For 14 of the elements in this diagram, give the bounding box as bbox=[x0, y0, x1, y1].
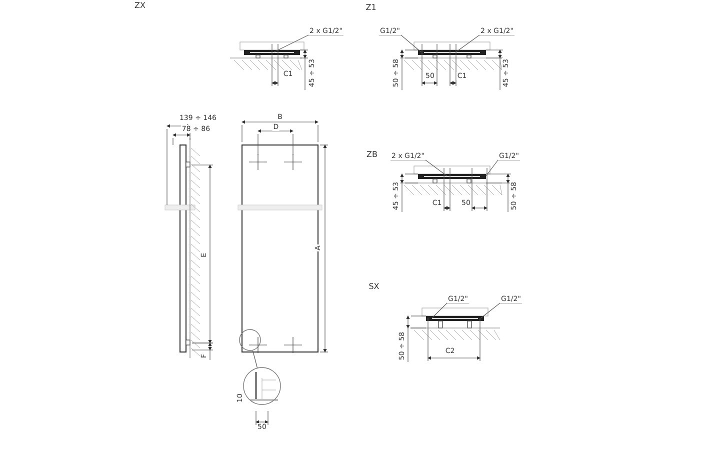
detail-circle bbox=[239, 329, 261, 351]
leader-line bbox=[390, 160, 448, 176]
view-label: Z1 bbox=[364, 4, 378, 12]
leader-line bbox=[252, 350, 258, 368]
leader-line bbox=[274, 34, 344, 52]
leader-line bbox=[456, 34, 515, 52]
view-label: ZX bbox=[134, 2, 146, 10]
view-label: ZB bbox=[366, 151, 378, 159]
view-label: SX bbox=[368, 283, 380, 291]
leader-line bbox=[480, 302, 522, 318]
leader-line bbox=[432, 302, 470, 318]
leader-line bbox=[486, 160, 520, 176]
leader-line bbox=[378, 34, 422, 52]
detail-circle bbox=[243, 367, 281, 405]
